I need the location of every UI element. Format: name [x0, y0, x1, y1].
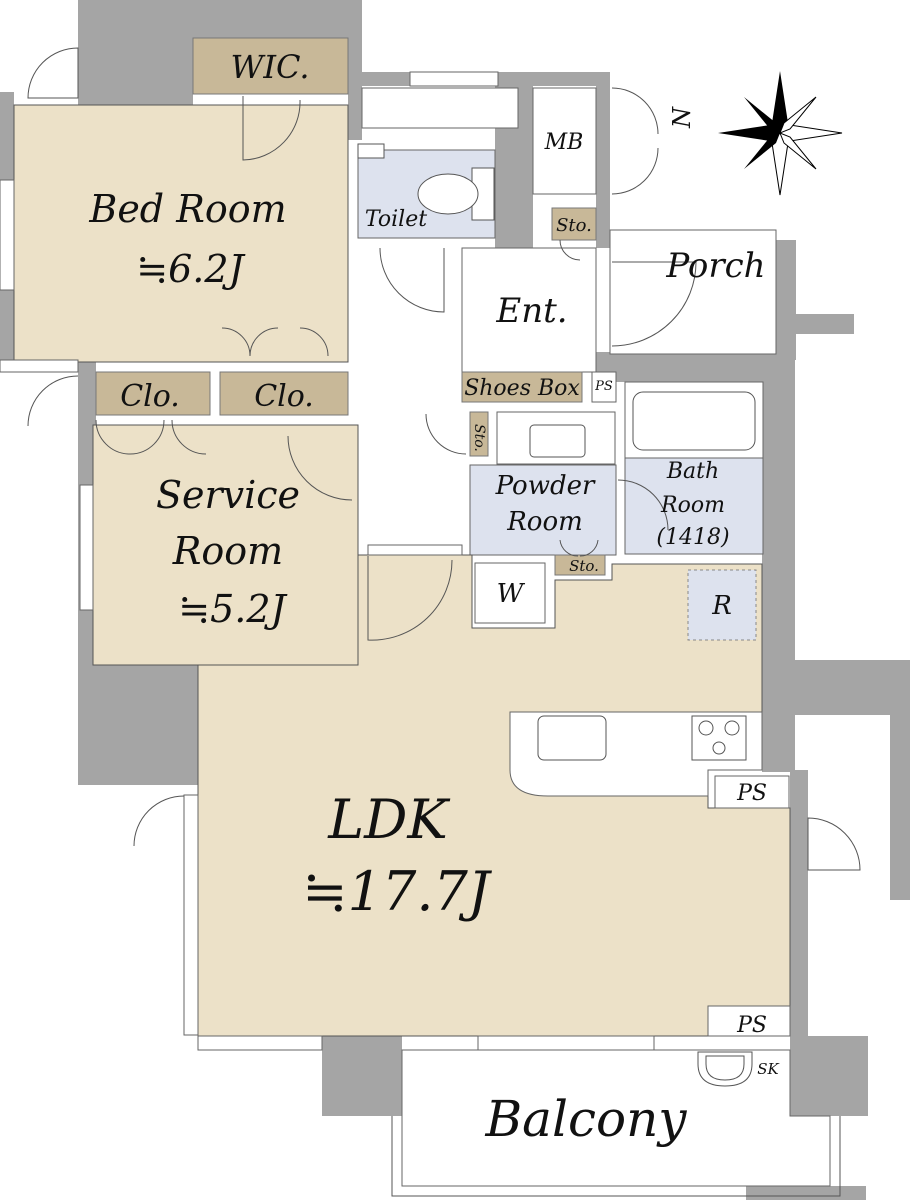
shoes-box: [461, 371, 583, 403]
sto-room-1: [551, 207, 597, 241]
compass-label: N: [668, 106, 696, 129]
ps-label-1: PS: [594, 379, 613, 394]
porch-room: [609, 229, 777, 355]
sto-label-2: Sto.: [569, 557, 599, 575]
sink-sk-icon: [697, 1051, 753, 1087]
sto-vertical-box: [469, 411, 489, 457]
ldk-size: ≒17.7J: [302, 860, 492, 923]
shoes-box-label: Shoes Box: [464, 376, 580, 401]
powder-room-name-2: Room: [506, 507, 583, 537]
service-room-size: ≒5.2J: [178, 587, 287, 631]
washer-label: W: [497, 579, 526, 609]
compass-icon: [718, 71, 843, 196]
sto-vertical-label: Sto.: [471, 424, 487, 452]
bath-room-size: (1418): [656, 525, 729, 550]
ps-box-1: [591, 371, 617, 403]
hall-cabinet: [361, 87, 519, 129]
ent-label: Ent.: [495, 291, 567, 331]
bedroom: [13, 104, 349, 363]
sto-label-1: Sto.: [556, 215, 592, 236]
fridge-label: R: [711, 591, 732, 621]
windows: [0, 71, 655, 1051]
door-swings: [27, 47, 861, 871]
wic-room: [192, 37, 349, 95]
toilet-label: Toilet: [365, 207, 427, 232]
entrance-room: [461, 247, 597, 373]
porch-label: Porch: [665, 246, 765, 286]
clo-label-1: Clo.: [120, 379, 180, 414]
bedroom-name: Bed Room: [88, 187, 286, 231]
mb-closet: [532, 87, 597, 195]
service-room-name-1: Service: [156, 473, 300, 517]
bath-room-name-1: Bath: [666, 459, 719, 484]
balcony-label: Balcony: [484, 1090, 687, 1148]
powder-room: [469, 464, 617, 556]
fridge-space: [687, 569, 757, 641]
service-room-name-2: Room: [172, 529, 283, 573]
ps-box-3: [707, 1005, 791, 1037]
clo-label-2: Clo.: [254, 379, 314, 414]
stove-icon: [691, 715, 747, 761]
washer-box: [474, 562, 546, 624]
ps-label-2: PS: [736, 781, 767, 806]
sto-room-2: [554, 554, 606, 576]
vanity-basin: [529, 424, 586, 458]
ldk-name: LDK: [327, 788, 450, 851]
ps-label-3: PS: [736, 1013, 767, 1038]
bath-room: [624, 457, 764, 555]
closet-2: [219, 371, 349, 416]
bathtub-basin: [632, 391, 756, 451]
sink: [537, 715, 607, 761]
powder-room-name-1: Powder: [495, 471, 596, 501]
ps-box-2: [714, 775, 790, 809]
wic-label: WIC.: [230, 48, 309, 86]
toilet-fixture-icon: [357, 143, 495, 221]
bath-room-name-2: Room: [660, 493, 725, 518]
sk-label: SK: [757, 1060, 779, 1078]
bedroom-size: ≒6.2J: [136, 247, 245, 291]
mb-label: MB: [544, 130, 584, 155]
closet-1: [95, 371, 211, 416]
